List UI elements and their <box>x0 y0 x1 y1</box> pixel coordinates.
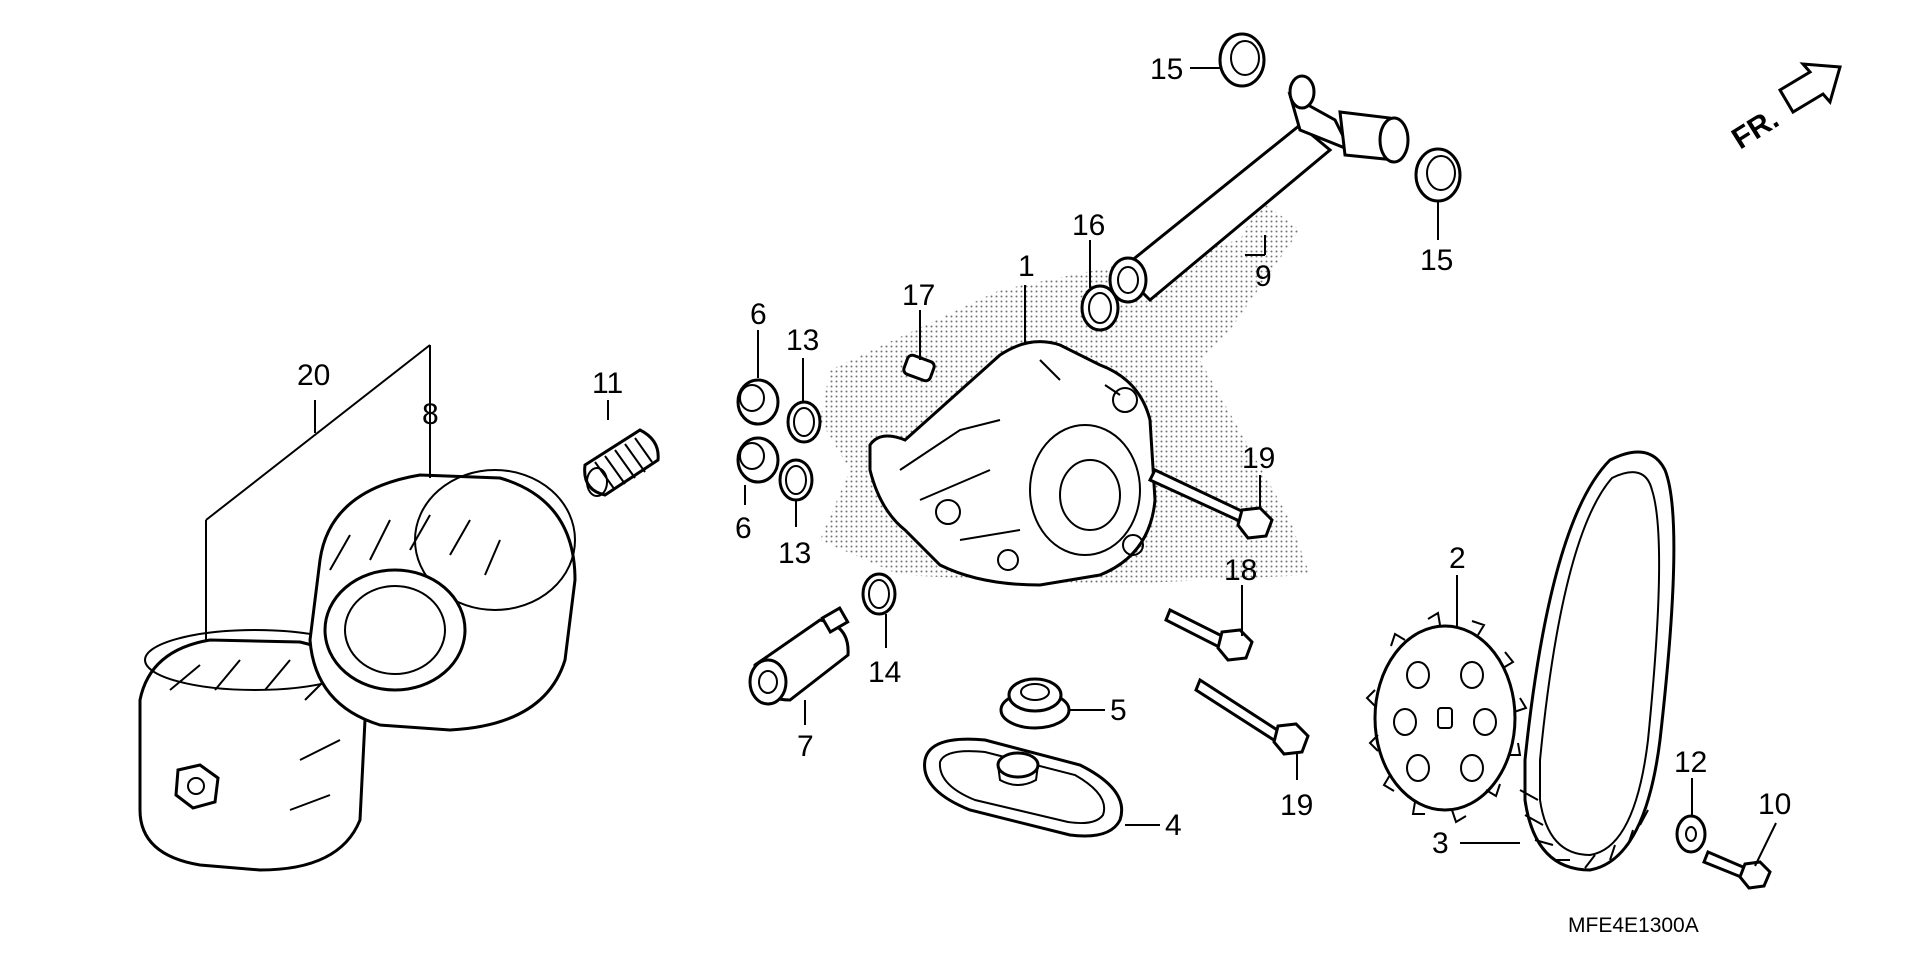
seal-part-15-upper <box>1218 32 1266 88</box>
callout-20: 20 <box>297 359 330 392</box>
callouts: 1 2 3 4 5 6 6 7 8 9 10 11 12 13 13 14 15… <box>297 53 1791 860</box>
o-ring-part-14 <box>861 572 897 616</box>
threaded-stud-part-11 <box>583 428 660 497</box>
callout-6-upper: 6 <box>750 298 767 331</box>
seal-part-15-right <box>1414 147 1462 203</box>
callout-19-upper: 19 <box>1242 442 1275 475</box>
callout-2: 2 <box>1449 542 1466 575</box>
seal-part-5 <box>999 677 1071 730</box>
oil-pipe-part-9 <box>1108 74 1410 304</box>
front-direction-label: FR. <box>1726 102 1784 156</box>
collar-part-6-upper <box>736 378 780 426</box>
o-ring-part-13-upper <box>786 400 822 444</box>
oil-strainer-part-4 <box>923 737 1124 838</box>
callout-11: 11 <box>592 367 623 400</box>
sprocket-part-2 <box>1365 611 1528 824</box>
relief-valve-part-7 <box>748 606 850 706</box>
callout-12: 12 <box>1674 746 1707 779</box>
callout-9: 9 <box>1255 260 1272 293</box>
drawing-code: MFE4E1300A <box>1568 914 1699 937</box>
washer-part-12 <box>1675 814 1707 854</box>
bolt-part-10 <box>1702 850 1772 890</box>
callout-6-lower: 6 <box>735 512 752 545</box>
front-direction-arrow: FR. <box>1726 62 1842 156</box>
callout-4: 4 <box>1165 809 1182 842</box>
leader-lines <box>205 67 1777 867</box>
callout-19-lower: 19 <box>1280 789 1313 822</box>
callout-15-right: 15 <box>1420 244 1453 277</box>
oil-filter-tool-part-20 <box>138 629 367 872</box>
callout-13-lower: 13 <box>778 537 811 570</box>
filter-drain-nut <box>174 763 220 810</box>
o-ring-part-16 <box>1080 284 1120 332</box>
oil-pump-body-part-1 <box>868 340 1157 587</box>
collar-part-6-lower <box>736 436 780 484</box>
callout-10: 10 <box>1758 788 1791 821</box>
oil-filter-part-8 <box>308 469 577 732</box>
callout-13-upper: 13 <box>786 324 819 357</box>
callout-18: 18 <box>1224 554 1257 587</box>
bolt-part-19-upper <box>1147 468 1274 540</box>
callout-14: 14 <box>868 656 901 689</box>
dowel-pin-part-17 <box>902 353 936 383</box>
bolt-part-18 <box>1164 607 1254 662</box>
callout-17: 17 <box>902 279 935 312</box>
callout-3: 3 <box>1432 827 1449 860</box>
bolt-part-19-lower <box>1194 677 1310 756</box>
callout-1: 1 <box>1018 250 1035 283</box>
callout-5: 5 <box>1110 694 1127 727</box>
drive-chain-part-3 <box>1519 450 1676 872</box>
callout-16: 16 <box>1072 209 1105 242</box>
callout-7: 7 <box>797 730 814 763</box>
o-ring-part-13-lower <box>778 458 814 502</box>
callout-15-upper: 15 <box>1150 53 1183 86</box>
callout-8: 8 <box>422 398 439 431</box>
